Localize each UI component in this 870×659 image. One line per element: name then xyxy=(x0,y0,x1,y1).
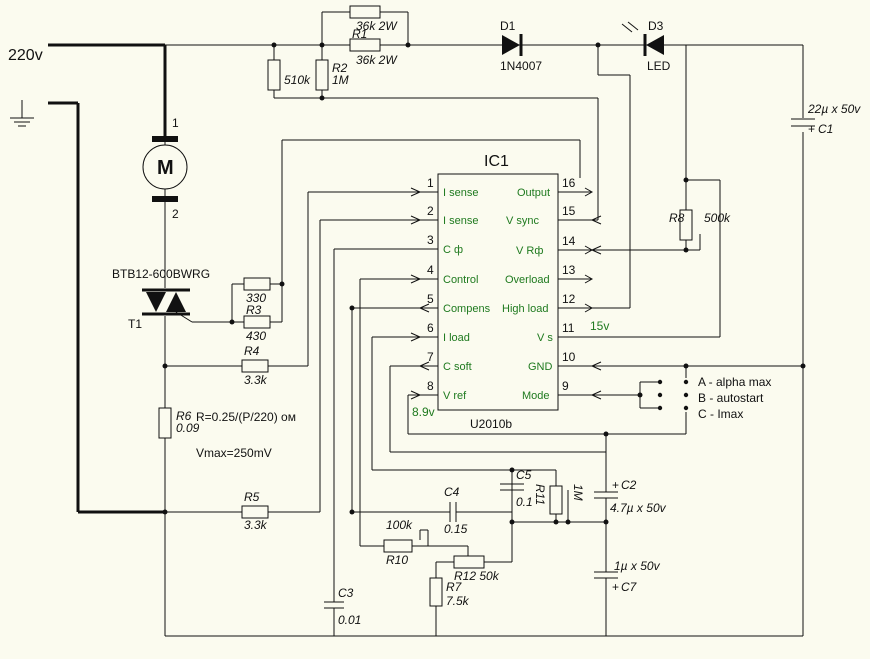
ic-pin12-num: 12 xyxy=(562,292,576,306)
ic-pin10-num: 10 xyxy=(562,350,576,364)
mode-option-b: B - autostart xyxy=(698,391,764,405)
ic-pin16-name: Output xyxy=(517,187,550,199)
r5-value: 3.3k xyxy=(244,518,268,532)
r1b-value: 36k 2W xyxy=(356,53,398,67)
r3b-value: 430 xyxy=(246,329,266,343)
ic-pin5-name: Compens xyxy=(443,303,491,315)
v89-label: 8.9v xyxy=(412,405,435,419)
r6-formula: R=0.25/(P/220) ом xyxy=(196,410,296,424)
c4-ref: C4 xyxy=(444,485,460,499)
ground-icon xyxy=(10,100,34,127)
c5-value: 0.1 xyxy=(516,495,533,509)
r12-label: R12 50k xyxy=(454,569,500,583)
r7-value: 7.5k xyxy=(446,594,470,608)
r2-ref: R2 xyxy=(332,61,348,75)
r10-ref: R10 xyxy=(386,553,408,567)
r3b-ref: R3 xyxy=(246,303,262,317)
d3-ref: D3 xyxy=(648,19,664,33)
c4-value: 0.15 xyxy=(444,522,468,536)
ic-pin1-num: 1 xyxy=(427,176,434,190)
ic-pin12-name: High load xyxy=(502,303,548,315)
mode-option-a: A - alpha max xyxy=(698,375,771,389)
ic-pin14-name: V Rф xyxy=(516,245,543,257)
r3a-value: 330 xyxy=(246,291,266,305)
ic-body xyxy=(437,173,559,411)
r10-value: 100k xyxy=(386,518,413,532)
r6-ref: R6 xyxy=(176,409,192,423)
ic-pin4-num: 4 xyxy=(427,263,434,277)
r2-value: 1M xyxy=(332,73,349,87)
motor-letter: M xyxy=(157,157,174,179)
c1-value: 22µ x 50v xyxy=(807,102,861,116)
r6-value: 0.09 xyxy=(176,421,200,435)
ic-pin2-num: 2 xyxy=(427,204,434,218)
ic-pin4-name: Control xyxy=(443,274,478,286)
c1-plus: + xyxy=(808,122,815,136)
v15-label: 15v xyxy=(590,319,609,333)
ic-pin15-name: V sync xyxy=(506,215,540,227)
c1-ref: C1 xyxy=(818,122,833,136)
ic-pin11-name: V s xyxy=(537,332,553,344)
c7-value: 1µ x 50v xyxy=(614,559,661,573)
ic-pin13-name: Overload xyxy=(505,274,550,286)
ic-pin3-num: 3 xyxy=(427,233,434,247)
ic-pin7-num: 7 xyxy=(427,350,434,364)
d1-diode-icon xyxy=(502,34,523,56)
triac-part: BTB12-600BWRG xyxy=(112,267,210,281)
c5-ref: C5 xyxy=(516,468,532,482)
ic-pin3-name: C ф xyxy=(443,244,463,256)
d3-part: LED xyxy=(647,59,671,73)
ic-pin5-num: 5 xyxy=(427,292,434,306)
ic-pin2-name: I sense xyxy=(443,215,478,227)
triac-symbol xyxy=(142,288,193,323)
ic-pin6-name: I load xyxy=(443,332,470,344)
c2-plus: + xyxy=(612,478,619,492)
d1-part: 1N4007 xyxy=(500,59,542,73)
ic-pin1-name: I sense xyxy=(443,187,478,199)
mode-option-c: C - Imax xyxy=(698,407,743,421)
ic-pin9-num: 9 xyxy=(562,379,569,393)
triac-ref: T1 xyxy=(128,317,142,331)
d1-ref: D1 xyxy=(500,19,516,33)
c3-value: 0.01 xyxy=(338,613,361,627)
r1b-ref: R1 xyxy=(352,27,367,41)
r1a-value: 36k 2W xyxy=(356,19,398,33)
led-icon xyxy=(621,21,664,56)
r510-value: 510k xyxy=(284,73,311,87)
motor-pin2: 2 xyxy=(172,207,179,221)
r11-value: 1M xyxy=(571,484,585,501)
c2-value: 4.7µ x 50v xyxy=(610,501,667,515)
ic-pin14-num: 14 xyxy=(562,234,576,248)
motor-pin1: 1 xyxy=(172,116,179,130)
ic-pin11-num: 11 xyxy=(562,321,575,335)
c7-plus: + xyxy=(612,580,619,594)
ic-pin9-name: Mode xyxy=(522,390,550,402)
ic-pin10-name: GND xyxy=(528,361,553,373)
r4-value: 3.3k xyxy=(244,373,268,387)
r5-ref: R5 xyxy=(244,490,260,504)
ic-pin8-name: V ref xyxy=(443,390,467,402)
ic-pin16-num: 16 xyxy=(562,176,576,190)
ic-pin15-num: 15 xyxy=(562,204,576,218)
c3-ref: C3 xyxy=(338,586,354,600)
ic-pin8-num: 8 xyxy=(427,379,434,393)
ic-ref: IC1 xyxy=(484,153,509,170)
c7-ref: C7 xyxy=(621,580,638,594)
r7-ref: R7 xyxy=(446,580,463,594)
ic-pin6-num: 6 xyxy=(427,321,434,335)
r8-value: 500k xyxy=(704,211,731,225)
ic-pin7-name: C soft xyxy=(443,361,472,373)
vmax-note: Vmax=250mV xyxy=(196,446,272,460)
r8-ref: R8 xyxy=(669,211,685,225)
ic-pin13-num: 13 xyxy=(562,263,576,277)
r4-ref: R4 xyxy=(244,344,260,358)
ic-part: U2010b xyxy=(470,417,512,431)
c2-ref: C2 xyxy=(621,478,637,492)
supply-label: 220v xyxy=(8,47,43,64)
r11-ref: R11 xyxy=(533,484,547,505)
